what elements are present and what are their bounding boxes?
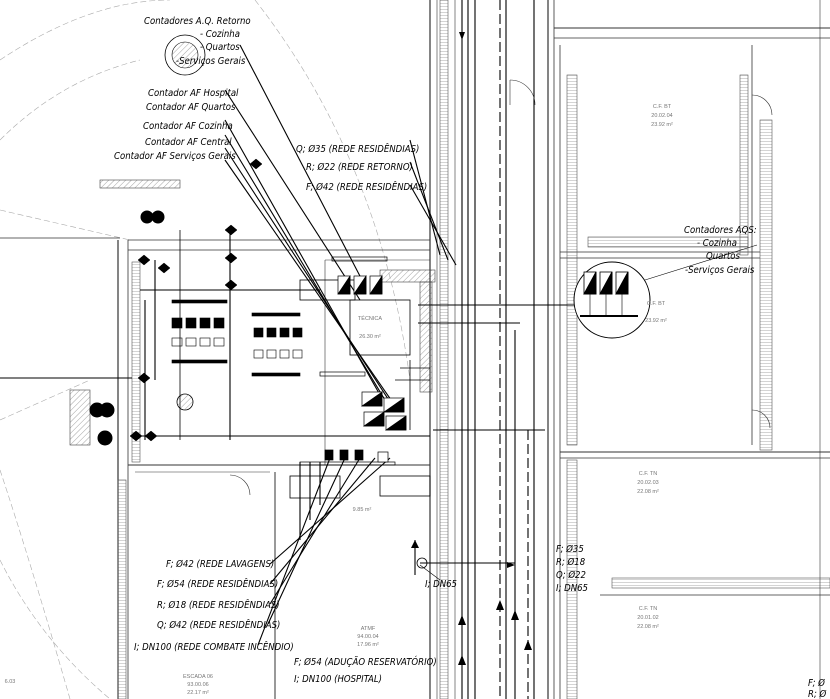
room-tecnica: TÉCNICA [358, 315, 382, 322]
room-cf-tn-1: C.F. TN [639, 471, 658, 477]
meter-manifold-lower [299, 449, 396, 466]
doors [229, 79, 773, 496]
room-area-985: 9.85 m² [353, 507, 372, 513]
room-atmf-id: 94.00.04 [357, 634, 378, 640]
room-cf-bt-2-area: 23.92 m² [645, 318, 667, 324]
label-right-f35: F; Ø35 [556, 544, 584, 555]
label-i100-hospital: I; DN100 (HOSPITAL) [294, 674, 382, 685]
room-cf-tn-1-area: 22.08 m² [637, 489, 659, 495]
room-cf-tn-2-id: 20.01.02 [637, 615, 658, 621]
label-aq-quartos: - Quartos [200, 42, 240, 53]
room-escada-id: 93.00.06 [187, 682, 208, 688]
meter-manifold-top [331, 256, 388, 295]
label-corner-r: R; Ø [808, 689, 827, 699]
label-aqs-quartos: Quartos [706, 251, 740, 262]
room-cf-bt-1: C.F. BT [653, 104, 672, 110]
hatched-walls [69, 179, 436, 446]
label-aqs-servicos: -Serviços Gerais [685, 265, 755, 276]
ladder-strips [117, 0, 830, 699]
label-aqs-cozinha: - Cozinha [697, 238, 737, 249]
label-q35-residencias: Q; Ø35 (REDE RESIDÊNDIAS) [296, 143, 419, 155]
pump-group-left [171, 299, 303, 377]
label-right-r18: R; Ø18 [556, 557, 586, 568]
valve-array [129, 158, 263, 442]
label-af-quartos: Contador AF Quartos [146, 102, 236, 113]
label-r22-retorno: R; Ø22 (REDE RETORNO) [306, 162, 413, 173]
aqs-detail-callout [573, 261, 651, 339]
label-aqs-title: Contadores AQS: [684, 225, 757, 236]
label-aq-cozinha: - Cozinha [200, 29, 240, 40]
label-af-servicos: Contador AF Serviços Gerais [114, 151, 236, 162]
label-right-q22: Q; Ø22 [556, 570, 586, 581]
room-cf-bt-1-id: 20.02.04 [651, 113, 672, 119]
label-q42-residencias: Q; Ø42 (REDE RESIDÊNDIAS) [157, 619, 280, 631]
meter-manifold-middle [319, 371, 407, 431]
label-af-central: Contador AF Central [145, 137, 232, 148]
room-labels: C.F. BT 20.02.04 23.92 m² C.F. BT 23.92 … [5, 104, 673, 696]
label-f42-lavagens: F; Ø42 (REDE LAVAGENS) [166, 559, 274, 570]
room-ref-603: 6.03 [5, 679, 16, 685]
label-f42-residencias: F; Ø42 (REDE RESIDÊNDIAS) [306, 181, 427, 193]
label-i100-incendio: I; DN100 (REDE COMBATE INCÊNDIO) [134, 641, 294, 653]
construction-arcs [0, 0, 411, 699]
room-atmf-area: 17.96 m² [357, 642, 379, 648]
label-right-i65: I; DN65 [556, 583, 588, 594]
room-cf-tn-2-area: 22.08 m² [637, 624, 659, 630]
room-cf-bt-2: C.F. BT [647, 301, 666, 307]
label-aq-retorno: Contadores A.Q. Retorno [144, 16, 251, 27]
label-f54-aducao: F; Ø54 (ADUÇÃO RESERVATÓRIO) [294, 656, 437, 668]
room-cf-bt-1-area: 23.92 m² [651, 122, 673, 128]
label-aq-servicos: -Serviços Gerais [176, 56, 246, 67]
room-tecnica-area: 26.30 m² [359, 334, 381, 340]
label-af-hospital: Contador AF Hospital [148, 88, 239, 99]
label-r18-residencias: R; Ø18 (REDE RESIDÊNDIAS) [157, 599, 280, 611]
pipe-network [0, 0, 758, 699]
label-group: Contadores A.Q. Retorno - Cozinha - Quar… [114, 16, 827, 699]
room-atmf: ATMF [361, 626, 376, 632]
label-af-cozinha: Contador AF Cozinha [143, 121, 233, 132]
room-cf-tn-1-id: 20.02.03 [637, 480, 658, 486]
flow-arrows [411, 32, 532, 665]
label-corner-f: F; Ø [808, 678, 825, 689]
label-f54-residencias: F; Ø54 (REDE RESIDÊNDIAS) [157, 578, 278, 590]
meter-group-top-left [89, 34, 428, 569]
room-escada-area: 22.17 m² [187, 690, 209, 696]
room-escada: ESCADA 06 [183, 674, 213, 680]
room-cf-tn-2: C.F. TN [639, 606, 658, 612]
label-i65: I; DN65 [425, 579, 457, 590]
